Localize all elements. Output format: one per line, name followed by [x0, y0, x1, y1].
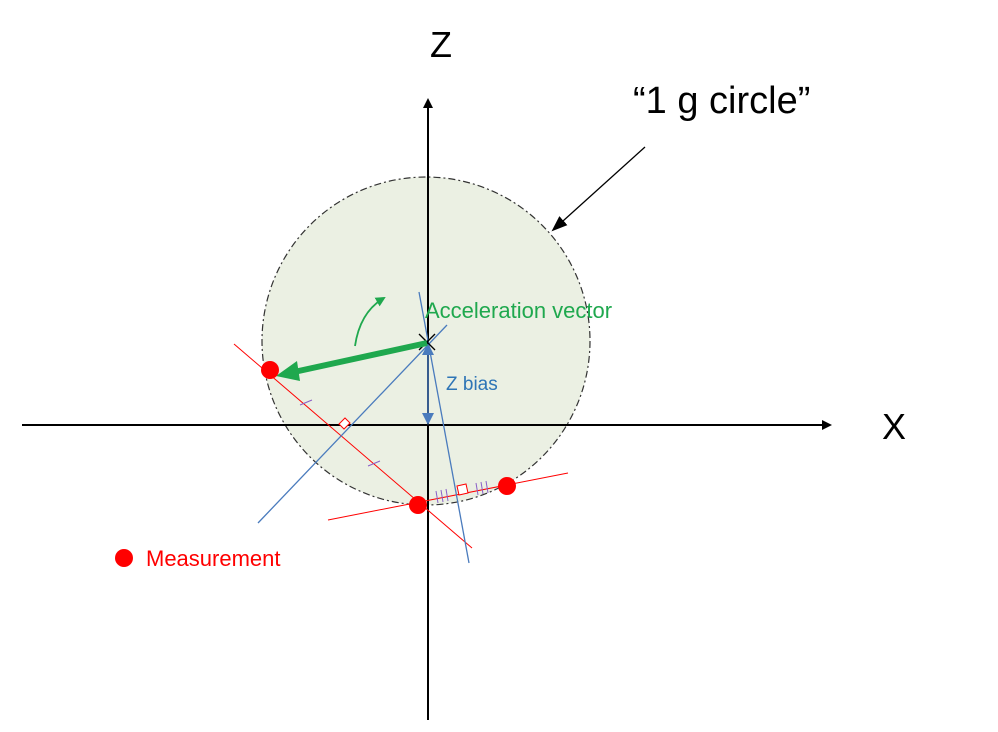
tick-mark	[299, 399, 313, 406]
rotation-arrow	[354, 296, 386, 347]
tick-mark	[435, 490, 439, 504]
tick-mark	[475, 482, 479, 496]
tick-mark	[440, 489, 444, 503]
bisector-line-left	[257, 324, 448, 524]
right-angle-marker-left	[338, 417, 351, 430]
measurement-point	[498, 477, 516, 495]
center-cross	[418, 333, 436, 351]
z-axis-label: Z	[430, 24, 452, 65]
x-axis-label: X	[882, 406, 906, 447]
circle-callout-arrow	[551, 146, 646, 232]
measurement-legend-marker	[115, 549, 133, 567]
measurement-point	[261, 361, 279, 379]
z-bias-label: Z bias	[446, 374, 498, 395]
acceleration-vector-head	[276, 361, 300, 381]
acceleration-vector	[293, 340, 428, 375]
acceleration-vector-label: Acceleration vector	[425, 298, 612, 323]
circle-callout-label: “1 g circle”	[633, 80, 810, 122]
tick-mark	[480, 481, 484, 495]
measurement-point	[409, 496, 427, 514]
tick-mark	[445, 488, 449, 502]
bisector-line-bottom	[418, 291, 470, 564]
right-angle-marker-bottom	[456, 483, 469, 496]
tick-mark	[367, 460, 381, 467]
tick-mark	[485, 480, 489, 494]
measurement-legend-label: Measurement	[146, 546, 281, 571]
chord-line-bottom	[327, 472, 569, 521]
